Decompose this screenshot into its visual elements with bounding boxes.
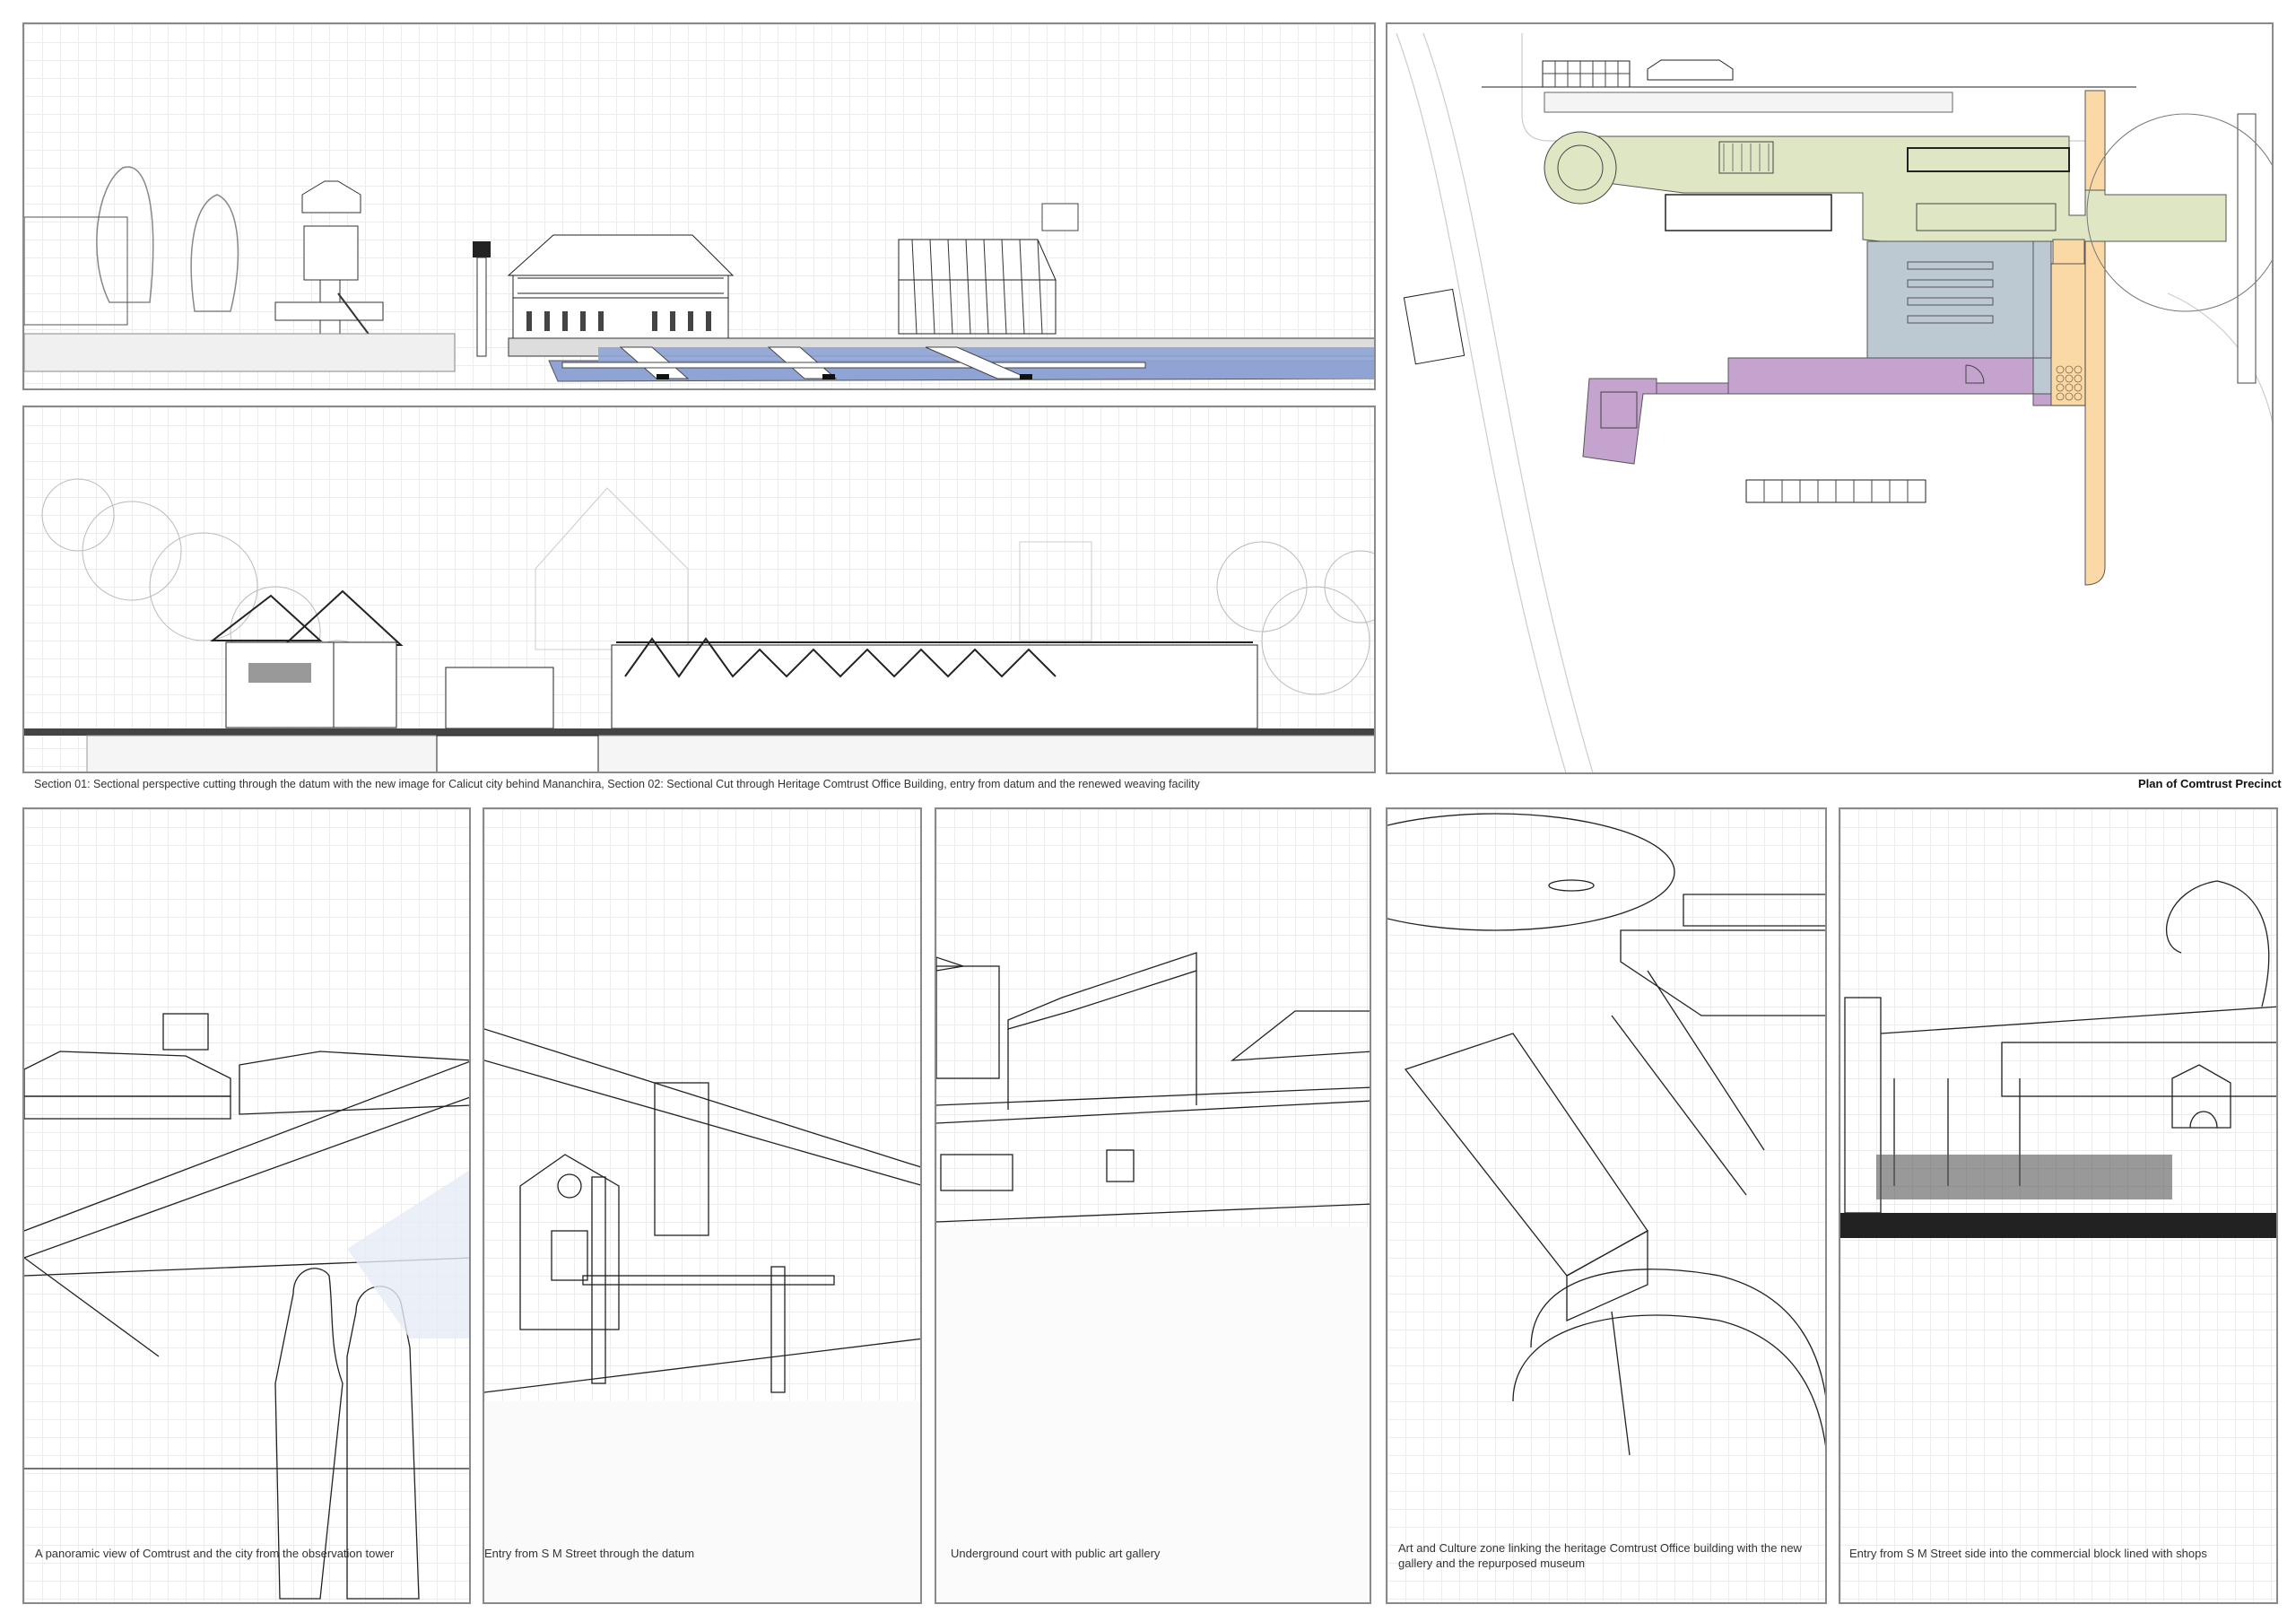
view-panel-underground-court: Underground court with public art galler… bbox=[935, 807, 1371, 1604]
view-panel-art-culture-zone: Art and Culture zone linking the heritag… bbox=[1386, 807, 1827, 1604]
underground-court-perspective bbox=[936, 952, 1370, 1602]
view-caption: Entry from S M Street side into the comm… bbox=[1849, 1547, 2207, 1560]
section-caption: Section 01: Sectional perspective cuttin… bbox=[34, 778, 1200, 790]
view-panel-sm-street-datum: Entry from S M Street through the datum bbox=[483, 807, 922, 1604]
view-caption: Underground court with public art galler… bbox=[951, 1547, 1161, 1560]
commercial-block-perspective bbox=[1840, 880, 2276, 1238]
art-culture-aerial-perspective bbox=[1387, 813, 1825, 1456]
plan-title: Plan of Comtrust Precinct bbox=[2138, 777, 2282, 790]
section-02-drawing bbox=[24, 478, 1374, 772]
section-02-panel bbox=[22, 406, 1376, 773]
sm-street-datum-perspective bbox=[484, 1028, 920, 1602]
view-panel-observation-tower: A panoramic view of Comtrust and the cit… bbox=[22, 807, 471, 1604]
view-caption: Entry from S M Street through the datum bbox=[484, 1547, 695, 1560]
section-01-panel bbox=[22, 22, 1376, 390]
view-caption: Art and Culture zone linking the heritag… bbox=[1398, 1541, 1802, 1570]
plan-panel bbox=[1386, 22, 2274, 774]
observation-tower-perspective bbox=[24, 1013, 469, 1600]
view-caption: A panoramic view of Comtrust and the cit… bbox=[35, 1547, 395, 1560]
section-01-drawing bbox=[24, 166, 1374, 382]
site-plan-drawing bbox=[1396, 32, 2272, 772]
view-panel-commercial-block: Entry from S M Street side into the comm… bbox=[1839, 807, 2278, 1604]
